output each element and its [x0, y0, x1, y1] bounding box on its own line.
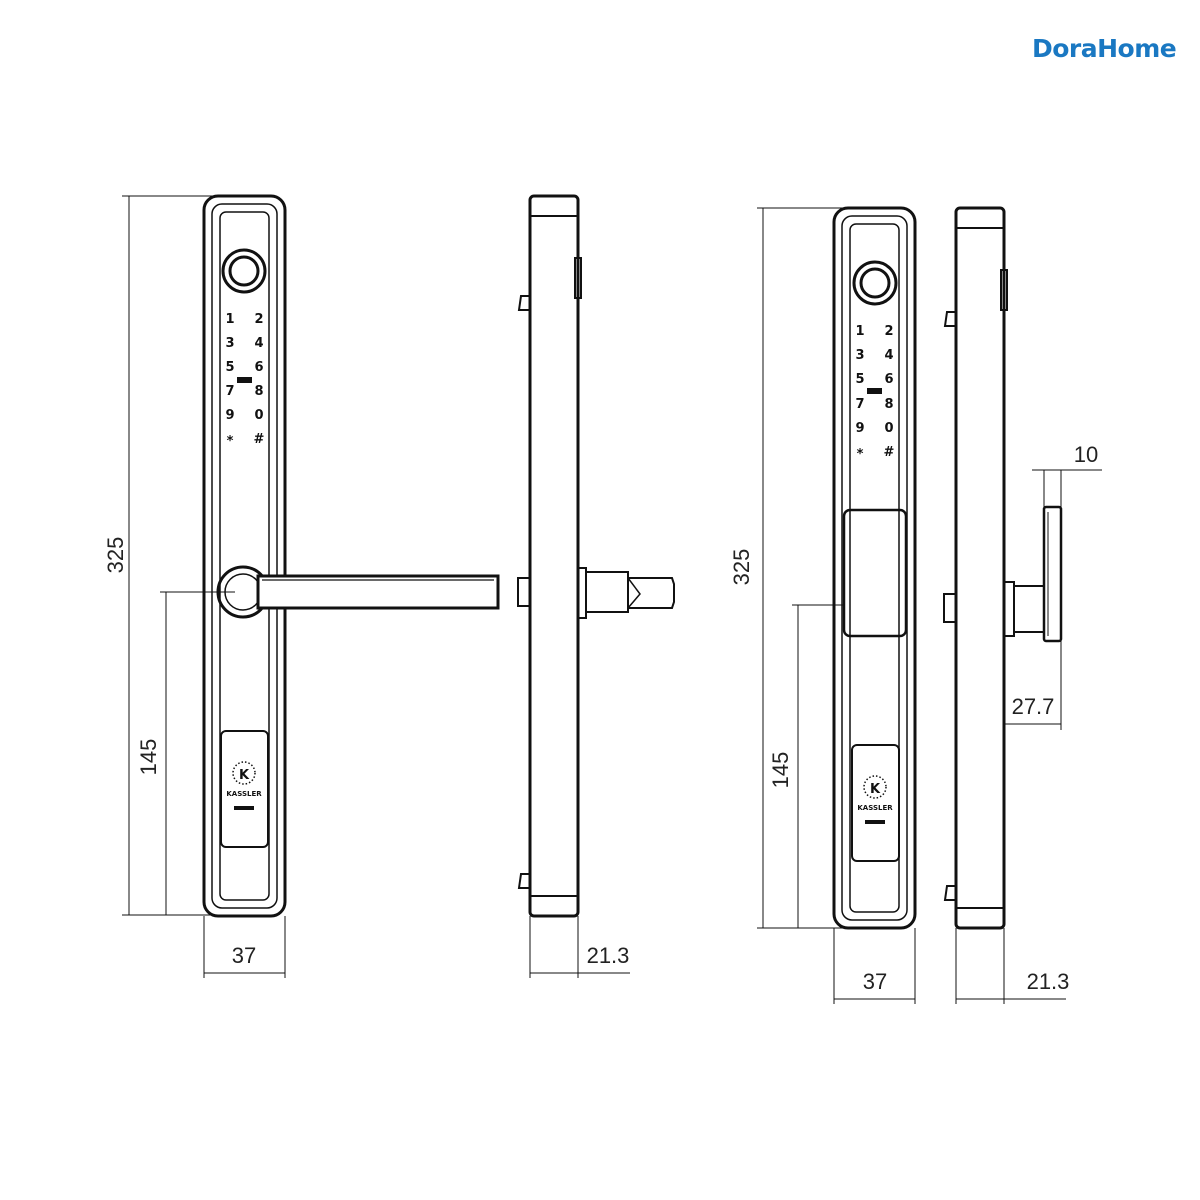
key-9: 9 [855, 421, 864, 436]
key-star: * [857, 447, 864, 462]
brand-badge: K KASSLER [851, 744, 900, 862]
left-front-view: 1 2 3 4 5 6 7 8 9 0 * # K KASSLER [202, 194, 500, 918]
key-1: 1 [855, 324, 864, 339]
dim-label: 145 [136, 739, 161, 776]
dim-label: 21.3 [587, 943, 630, 968]
dorahome-logo: DoraHome [1032, 34, 1177, 63]
dim-label: 10 [1074, 442, 1098, 467]
right-side-view [943, 206, 1063, 930]
key-3: 3 [225, 336, 234, 351]
fingerprint-sensor-icon [852, 260, 898, 306]
brand-name: KASSLER [857, 804, 893, 812]
brand-badge: K KASSLER [220, 730, 269, 848]
key-8: 8 [254, 384, 263, 399]
fingerprint-sensor-icon [221, 248, 267, 294]
dim-left-depth: 21.3 [529, 916, 630, 978]
key-2: 2 [254, 312, 263, 327]
thumb-turn-knob [842, 508, 908, 638]
key-7: 7 [855, 397, 864, 412]
key-4: 4 [884, 348, 893, 363]
dim-left-handle-height: 145 [136, 591, 235, 915]
dim-right-height: 325 [729, 207, 844, 929]
key-hash: # [884, 445, 895, 460]
left-side-view [517, 194, 675, 918]
key-2: 2 [884, 324, 893, 339]
brand-logo-letter: K [239, 768, 250, 783]
dim-label: 325 [729, 549, 754, 586]
dim-label: 37 [232, 943, 256, 968]
key-9: 9 [225, 408, 234, 423]
dim-right-width: 37 [833, 928, 916, 1004]
dim-right-depth: 21.3 [955, 928, 1070, 1004]
dim-left-height: 325 [103, 195, 214, 916]
key-star: * [227, 434, 234, 449]
key-6: 6 [884, 372, 893, 387]
dim-left-width: 37 [203, 916, 286, 978]
dim-right-knob-offset: 27.7 [1004, 641, 1062, 730]
dim-label: 21.3 [1027, 969, 1070, 994]
key-8: 8 [884, 397, 893, 412]
card-reader-icon [867, 388, 882, 394]
key-0: 0 [254, 408, 263, 423]
dim-label: 27.7 [1012, 694, 1055, 719]
dim-right-knob-width: 10 [1032, 442, 1102, 507]
key-7: 7 [225, 384, 234, 399]
dim-label: 325 [103, 537, 128, 574]
key-6: 6 [254, 360, 263, 375]
key-1: 1 [225, 312, 234, 327]
keypad: 1 2 3 4 5 6 7 8 9 0 * # [855, 324, 894, 462]
brand-logo-letter: K [870, 782, 881, 797]
key-0: 0 [884, 421, 893, 436]
lever-handle [216, 565, 500, 619]
key-5: 5 [855, 372, 864, 387]
key-4: 4 [254, 336, 263, 351]
dim-label: 145 [768, 752, 793, 789]
key-5: 5 [225, 360, 234, 375]
card-reader-icon [237, 377, 252, 383]
key-hash: # [254, 432, 265, 447]
right-front-view: 1 2 3 4 5 6 7 8 9 0 * # K KASSLER [832, 206, 917, 930]
brand-name: KASSLER [226, 790, 262, 798]
dim-label: 37 [863, 969, 887, 994]
dim-right-handle-height: 145 [768, 604, 844, 928]
key-3: 3 [855, 348, 864, 363]
keypad: 1 2 3 4 5 6 7 8 9 0 * # [225, 312, 264, 449]
